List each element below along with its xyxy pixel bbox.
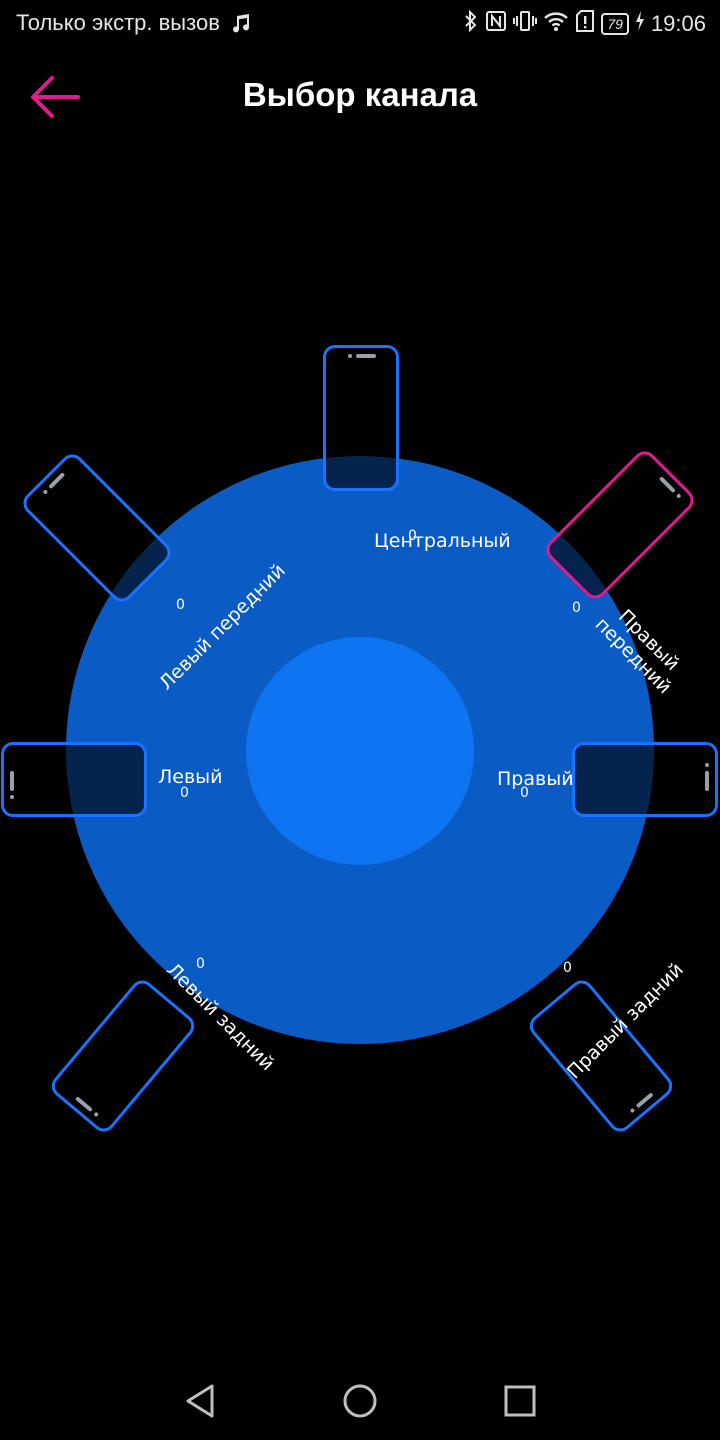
nfc-icon bbox=[485, 10, 507, 38]
carrier-text: Только экстр. вызов bbox=[16, 10, 220, 35]
vibrate-icon bbox=[513, 10, 538, 38]
channel-count-front-left: 0 bbox=[176, 597, 185, 613]
status-bar: Только экстр. вызов 79 19:06 bbox=[0, 0, 720, 50]
music-icon bbox=[226, 10, 252, 35]
nav-recents-button[interactable] bbox=[498, 1380, 542, 1424]
phone-center[interactable] bbox=[323, 345, 399, 491]
channel-count-rear-right: 0 bbox=[563, 960, 572, 976]
app-header: Выбор канала bbox=[0, 60, 720, 140]
page-title: Выбор канала bbox=[242, 76, 478, 113]
status-right: 79 19:06 bbox=[463, 8, 706, 40]
channel-label-left: Левый bbox=[158, 766, 223, 788]
phone-rear-left[interactable] bbox=[46, 975, 200, 1137]
battery-indicator: 79 bbox=[601, 13, 629, 35]
nav-back-button[interactable] bbox=[178, 1380, 222, 1424]
phone-right[interactable] bbox=[572, 742, 718, 817]
channel-label-center: Центральный bbox=[374, 530, 511, 552]
navigation-bar bbox=[0, 1360, 720, 1440]
channel-count-left: 0 bbox=[180, 785, 189, 801]
back-button[interactable] bbox=[26, 70, 86, 124]
square-recents-icon bbox=[504, 1385, 536, 1417]
channel-label-right: Правый bbox=[497, 768, 574, 790]
center-circle[interactable] bbox=[246, 637, 474, 865]
circle-home-icon bbox=[343, 1384, 377, 1418]
status-left: Только экстр. вызов bbox=[16, 10, 252, 36]
sim-alert-icon bbox=[575, 10, 595, 38]
channel-count-center: 0 bbox=[408, 528, 417, 544]
clock: 19:06 bbox=[650, 11, 706, 36]
phone-left[interactable] bbox=[1, 742, 147, 817]
channel-count-rear-left: 0 bbox=[196, 956, 205, 972]
channel-count-right: 0 bbox=[520, 785, 529, 801]
triangle-back-icon bbox=[186, 1384, 214, 1418]
nav-home-button[interactable] bbox=[338, 1380, 382, 1424]
bluetooth-icon bbox=[463, 9, 479, 39]
wifi-icon bbox=[543, 10, 569, 38]
arrow-left-icon bbox=[31, 76, 80, 118]
charging-icon bbox=[635, 11, 645, 37]
channel-count-front-right: 0 bbox=[572, 600, 581, 616]
